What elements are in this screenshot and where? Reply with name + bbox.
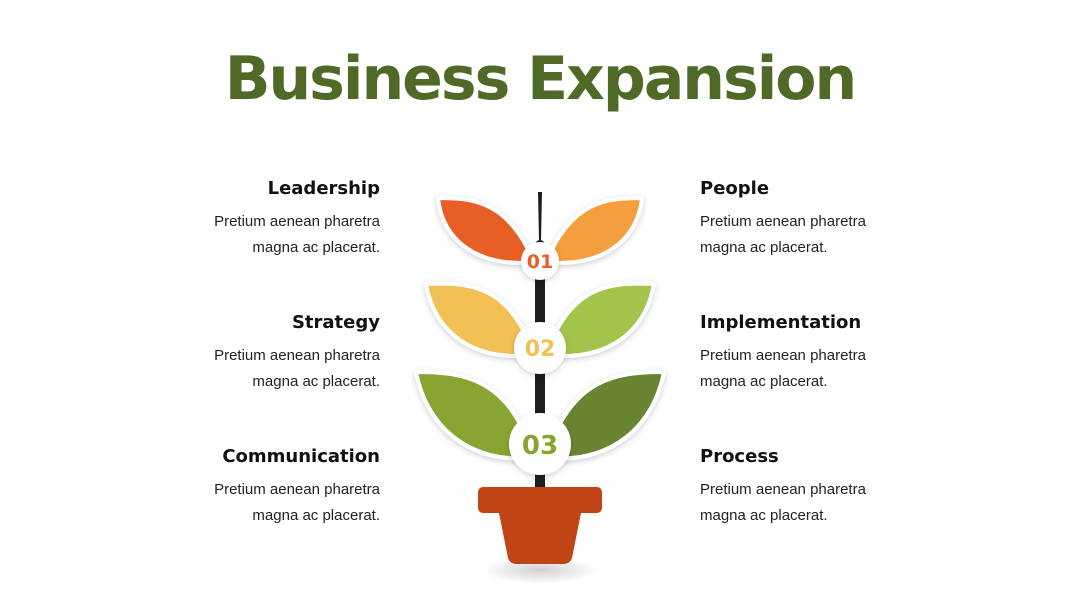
badge-01-label: 01 <box>527 251 553 273</box>
leaf-2-right <box>544 281 656 358</box>
item-description: Pretium aenean pharetra magna ac placerat… <box>700 343 940 395</box>
pot-body <box>498 508 582 564</box>
item-strategy: Strategy Pretium aenean pharetra magna ac… <box>140 312 380 395</box>
stem-tip <box>538 192 542 240</box>
badge-03-label: 03 <box>522 431 558 461</box>
item-description: Pretium aenean pharetra magna ac placerat… <box>140 477 380 529</box>
item-description: Pretium aenean pharetra magna ac placerat… <box>140 209 380 261</box>
plant-illustration: 01 02 03 <box>414 192 666 584</box>
item-communication: Communication Pretium aenean pharetra mag… <box>140 446 380 529</box>
item-description: Pretium aenean pharetra magna ac placerat… <box>700 209 940 261</box>
badge-02-label: 02 <box>525 337 556 362</box>
item-description: Pretium aenean pharetra magna ac placerat… <box>700 477 940 529</box>
item-description: Pretium aenean pharetra magna ac placerat… <box>140 343 380 395</box>
leaf-3-left <box>414 370 536 461</box>
item-heading: Communication <box>222 446 380 467</box>
pot-shadow <box>482 556 598 584</box>
item-description-line: Pretium aenean pharetra <box>214 213 380 230</box>
item-heading: Strategy <box>291 312 380 333</box>
badge-03: 03 <box>509 413 571 475</box>
item-description-line: magna ac placerat. <box>700 239 828 256</box>
item-description-line: Pretium aenean pharetra <box>700 213 866 230</box>
item-people: People Pretium aenean pharetra magna ac p… <box>700 178 940 261</box>
item-leadership: Leadership Pretium aenean pharetra magna … <box>140 178 380 261</box>
item-description-line: Pretium aenean pharetra <box>700 481 866 498</box>
item-description-line: Pretium aenean pharetra <box>214 347 380 364</box>
leaf-1-right <box>544 196 644 265</box>
item-heading: Process <box>700 446 779 467</box>
item-description-line: magna ac placerat. <box>252 239 380 256</box>
item-heading: Implementation <box>700 312 862 333</box>
page-title: Business Expansion <box>224 44 858 114</box>
item-description-line: magna ac placerat. <box>252 373 380 390</box>
item-description-line: Pretium aenean pharetra <box>700 347 866 364</box>
item-implementation: Implementation Pretium aenean pharetra ma… <box>700 312 940 395</box>
item-heading: Leadership <box>267 178 380 199</box>
badge-01: 01 <box>521 242 559 280</box>
item-heading: People <box>700 178 770 199</box>
item-process: Process Pretium aenean pharetra magna ac … <box>700 446 940 529</box>
leaf-2-left <box>424 281 536 358</box>
item-description-line: Pretium aenean pharetra <box>214 481 380 498</box>
item-description-line: magna ac placerat. <box>252 507 380 524</box>
item-description-line: magna ac placerat. <box>700 373 828 390</box>
item-description-line: magna ac placerat. <box>700 507 828 524</box>
pot-rim <box>478 487 602 513</box>
badge-02: 02 <box>514 322 566 374</box>
leaf-1-left <box>436 196 536 265</box>
leaf-3-right <box>544 370 666 461</box>
